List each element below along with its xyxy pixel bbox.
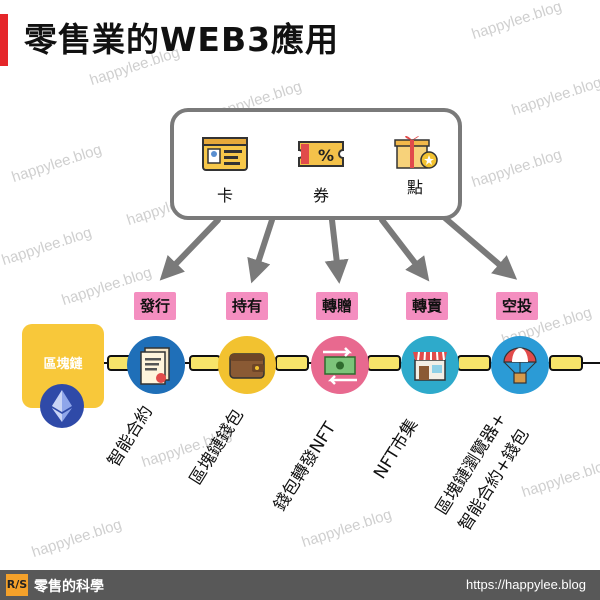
footer-bar: R/S 零售的科學 https://happylee.blog — [0, 570, 600, 600]
arrow-airdrop — [435, 209, 518, 280]
ethereum-icon — [40, 384, 84, 428]
arrow-issue — [159, 217, 221, 281]
money-transfer-icon — [323, 347, 357, 385]
coupon-ticket-icon: % — [298, 141, 344, 167]
node-airdrop — [491, 336, 549, 394]
node-wallet — [218, 336, 276, 394]
action-tag-airdrop: 空投 — [496, 292, 539, 320]
gift-points-icon — [394, 135, 438, 169]
title-accent-bar — [0, 14, 8, 66]
action-tag-resell: 轉賣 — [406, 292, 449, 320]
asset-points-label: 點 — [406, 178, 423, 197]
footer-logo: R/S — [6, 574, 28, 596]
page-title: 零售業的WEB3應用 — [24, 20, 340, 59]
action-tag-gift: 轉贈 — [316, 292, 359, 320]
airdrop-parachute-icon — [503, 347, 537, 384]
contract-document-icon — [140, 347, 170, 385]
wallet-icon — [229, 353, 265, 379]
asset-card-label: 卡 — [216, 186, 233, 205]
storefront-icon — [413, 351, 447, 381]
arrow-hold — [247, 217, 275, 284]
footer-brand: 零售的科學 — [34, 579, 104, 595]
asset-coupon: % 券 — [286, 112, 356, 206]
asset-types-box: 卡 % 券 點 — [170, 108, 462, 220]
id-card-icon — [202, 137, 248, 171]
node-smart-contract — [127, 336, 185, 394]
blockchain-label: 區塊鏈 — [43, 357, 83, 372]
arrow-resell — [379, 217, 430, 282]
node-nft-market — [401, 336, 459, 394]
asset-points: 點 — [380, 112, 450, 198]
footer-url[interactable]: https://happylee.blog — [466, 577, 586, 592]
asset-card: 卡 — [190, 112, 260, 206]
arrow-gift — [324, 217, 349, 284]
action-tag-issue: 發行 — [134, 292, 177, 320]
svg-text:%: % — [318, 146, 334, 165]
action-tag-hold: 持有 — [226, 292, 269, 320]
asset-coupon-label: 券 — [312, 186, 329, 205]
node-transfer — [311, 336, 369, 394]
